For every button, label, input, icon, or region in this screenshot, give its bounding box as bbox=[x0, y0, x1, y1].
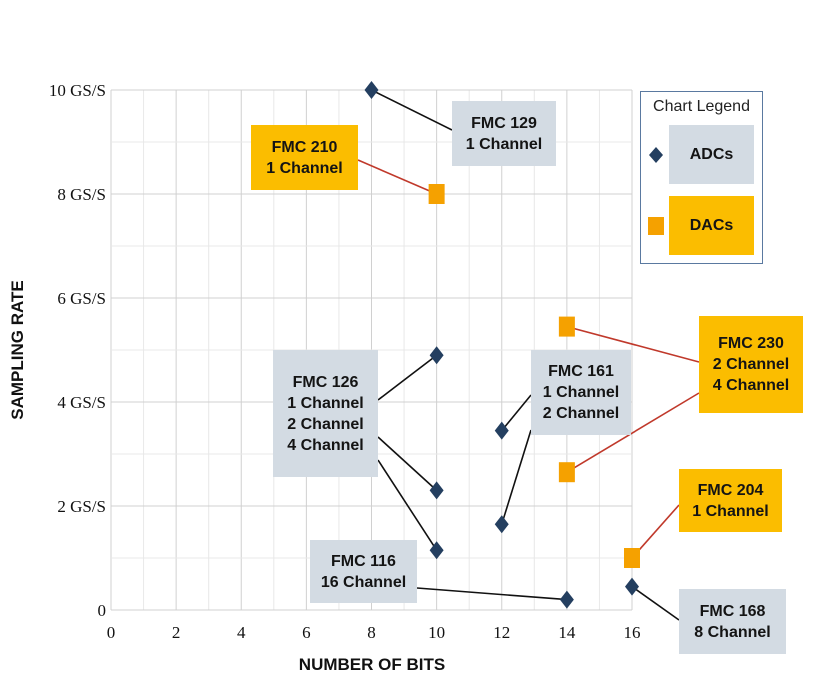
x-axis-title: NUMBER OF BITS bbox=[299, 655, 445, 674]
y-tick-label: 2 GS/S bbox=[57, 497, 106, 516]
x-tick-label: 6 bbox=[302, 623, 311, 642]
adc-data-point bbox=[494, 421, 509, 440]
x-tick-label: 16 bbox=[624, 623, 641, 642]
callout-leader-line bbox=[500, 429, 532, 525]
callout-label: FMC 168 8 Channel bbox=[679, 589, 786, 654]
callout-label: FMC 161 1 Channel 2 Channel bbox=[531, 350, 631, 435]
x-tick-label: 8 bbox=[367, 623, 376, 642]
callout-leader-line bbox=[377, 354, 438, 401]
adc-data-point bbox=[364, 81, 379, 99]
adc-data-point bbox=[494, 515, 509, 534]
adc-data-point bbox=[429, 346, 444, 365]
y-tick-label: 10 GS/S bbox=[49, 81, 106, 100]
y-tick-label: 4 GS/S bbox=[57, 393, 106, 412]
x-tick-label: 14 bbox=[558, 623, 576, 642]
dac-data-point bbox=[428, 184, 445, 204]
callout-leader-line bbox=[566, 392, 700, 473]
x-tick-label: 10 bbox=[428, 623, 445, 642]
callout-label: FMC 126 1 Channel 2 Channel 4 Channel bbox=[273, 350, 378, 477]
callout-leader-line bbox=[416, 587, 567, 601]
y-tick-label: 0 bbox=[98, 601, 107, 620]
callout-label: FMC 129 1 Channel bbox=[452, 101, 556, 166]
callout-label: FMC 230 2 Channel 4 Channel bbox=[699, 316, 803, 413]
x-tick-label: 0 bbox=[107, 623, 116, 642]
y-tick-label: 6 GS/S bbox=[57, 289, 106, 308]
y-axis-title: SAMPLING RATE bbox=[8, 280, 27, 419]
dac-data-point bbox=[558, 462, 575, 483]
y-tick-label: 8 GS/S bbox=[57, 185, 106, 204]
adc-data-point bbox=[559, 590, 574, 609]
callout-leader-line bbox=[357, 159, 437, 195]
adc-data-point bbox=[625, 577, 639, 596]
legend-entry-adcs: ADCs bbox=[669, 125, 754, 184]
callout-leader-line bbox=[377, 459, 438, 551]
x-tick-label: 4 bbox=[237, 623, 246, 642]
legend-dac-square-icon bbox=[648, 217, 664, 235]
legend-entry-dacs: DACs bbox=[669, 196, 754, 255]
callout-label: FMC 204 1 Channel bbox=[679, 469, 782, 532]
chart-legend: Chart Legend ADCs DACs bbox=[640, 91, 763, 264]
x-axis-ticks: 0 2 4 6 8 10 12 14 16 bbox=[107, 623, 641, 642]
dac-data-point bbox=[558, 316, 575, 337]
callout-leader-line bbox=[377, 436, 438, 491]
dac-data-point bbox=[624, 548, 640, 568]
callout-leader-line bbox=[371, 89, 453, 131]
callout-label: FMC 210 1 Channel bbox=[251, 125, 358, 190]
callout-label: FMC 116 16 Channel bbox=[310, 540, 417, 603]
legend-adc-diamond-icon bbox=[649, 147, 663, 163]
callout-leader-line bbox=[631, 585, 680, 621]
data-points bbox=[364, 81, 640, 609]
x-tick-label: 2 bbox=[172, 623, 181, 642]
legend-title: Chart Legend bbox=[653, 98, 750, 115]
callout-leader-line bbox=[501, 394, 532, 432]
adc-data-point bbox=[429, 541, 444, 560]
callout-leader-line bbox=[566, 325, 700, 363]
y-axis-ticks: 0 2 GS/S 4 GS/S 6 GS/S 8 GS/S 10 GS/S bbox=[49, 81, 106, 620]
adc-data-point bbox=[429, 481, 444, 500]
x-tick-label: 12 bbox=[493, 623, 510, 642]
